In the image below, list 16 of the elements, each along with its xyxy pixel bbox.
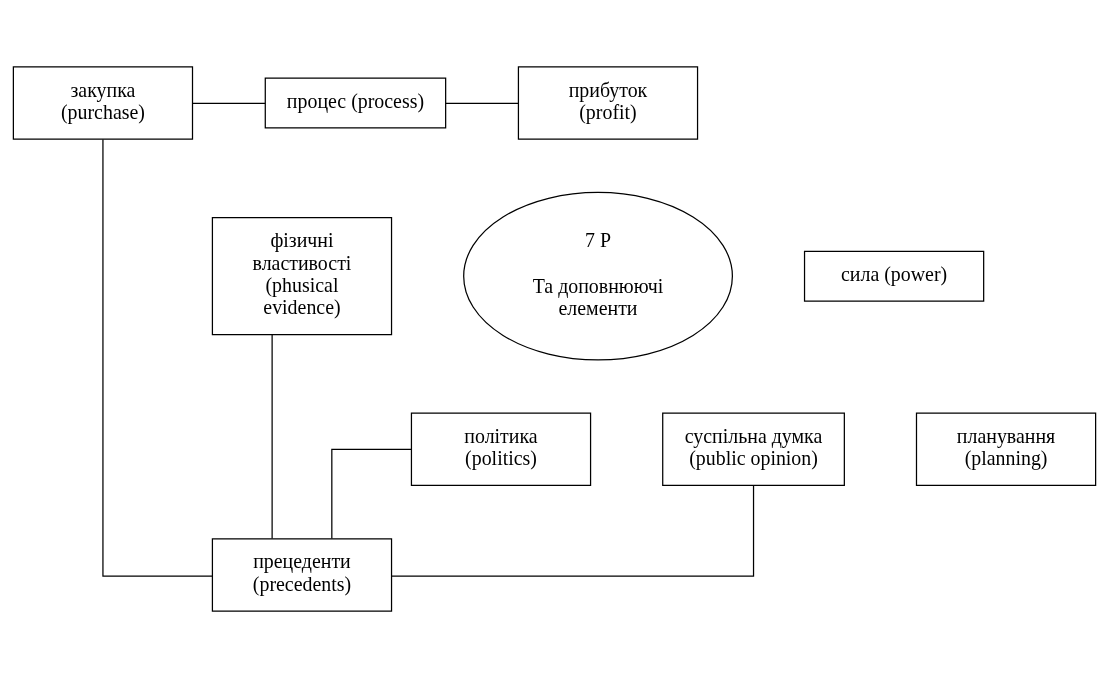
node-box: сила (power) [803, 250, 985, 302]
node-box: прецеденти (precedents) [211, 537, 393, 612]
node-box: прибуток (profit) [517, 65, 699, 140]
node-box: планування (planning) [915, 412, 1097, 486]
node-box: суспільна думка (public opinion) [662, 412, 845, 486]
node-box: політика (politics) [410, 412, 592, 486]
connector [102, 138, 213, 577]
connector [445, 102, 519, 104]
connector [271, 333, 273, 539]
node-box: закупка (purchase) [12, 65, 194, 140]
connector [192, 102, 266, 104]
connector [331, 448, 412, 539]
node-box: процес (process) [264, 77, 447, 129]
node-ellipse: 7 P Та доповнюючі елементи [463, 191, 733, 361]
connector [391, 484, 755, 577]
node-box: фізичні властивості (phusical evidence) [211, 216, 393, 335]
